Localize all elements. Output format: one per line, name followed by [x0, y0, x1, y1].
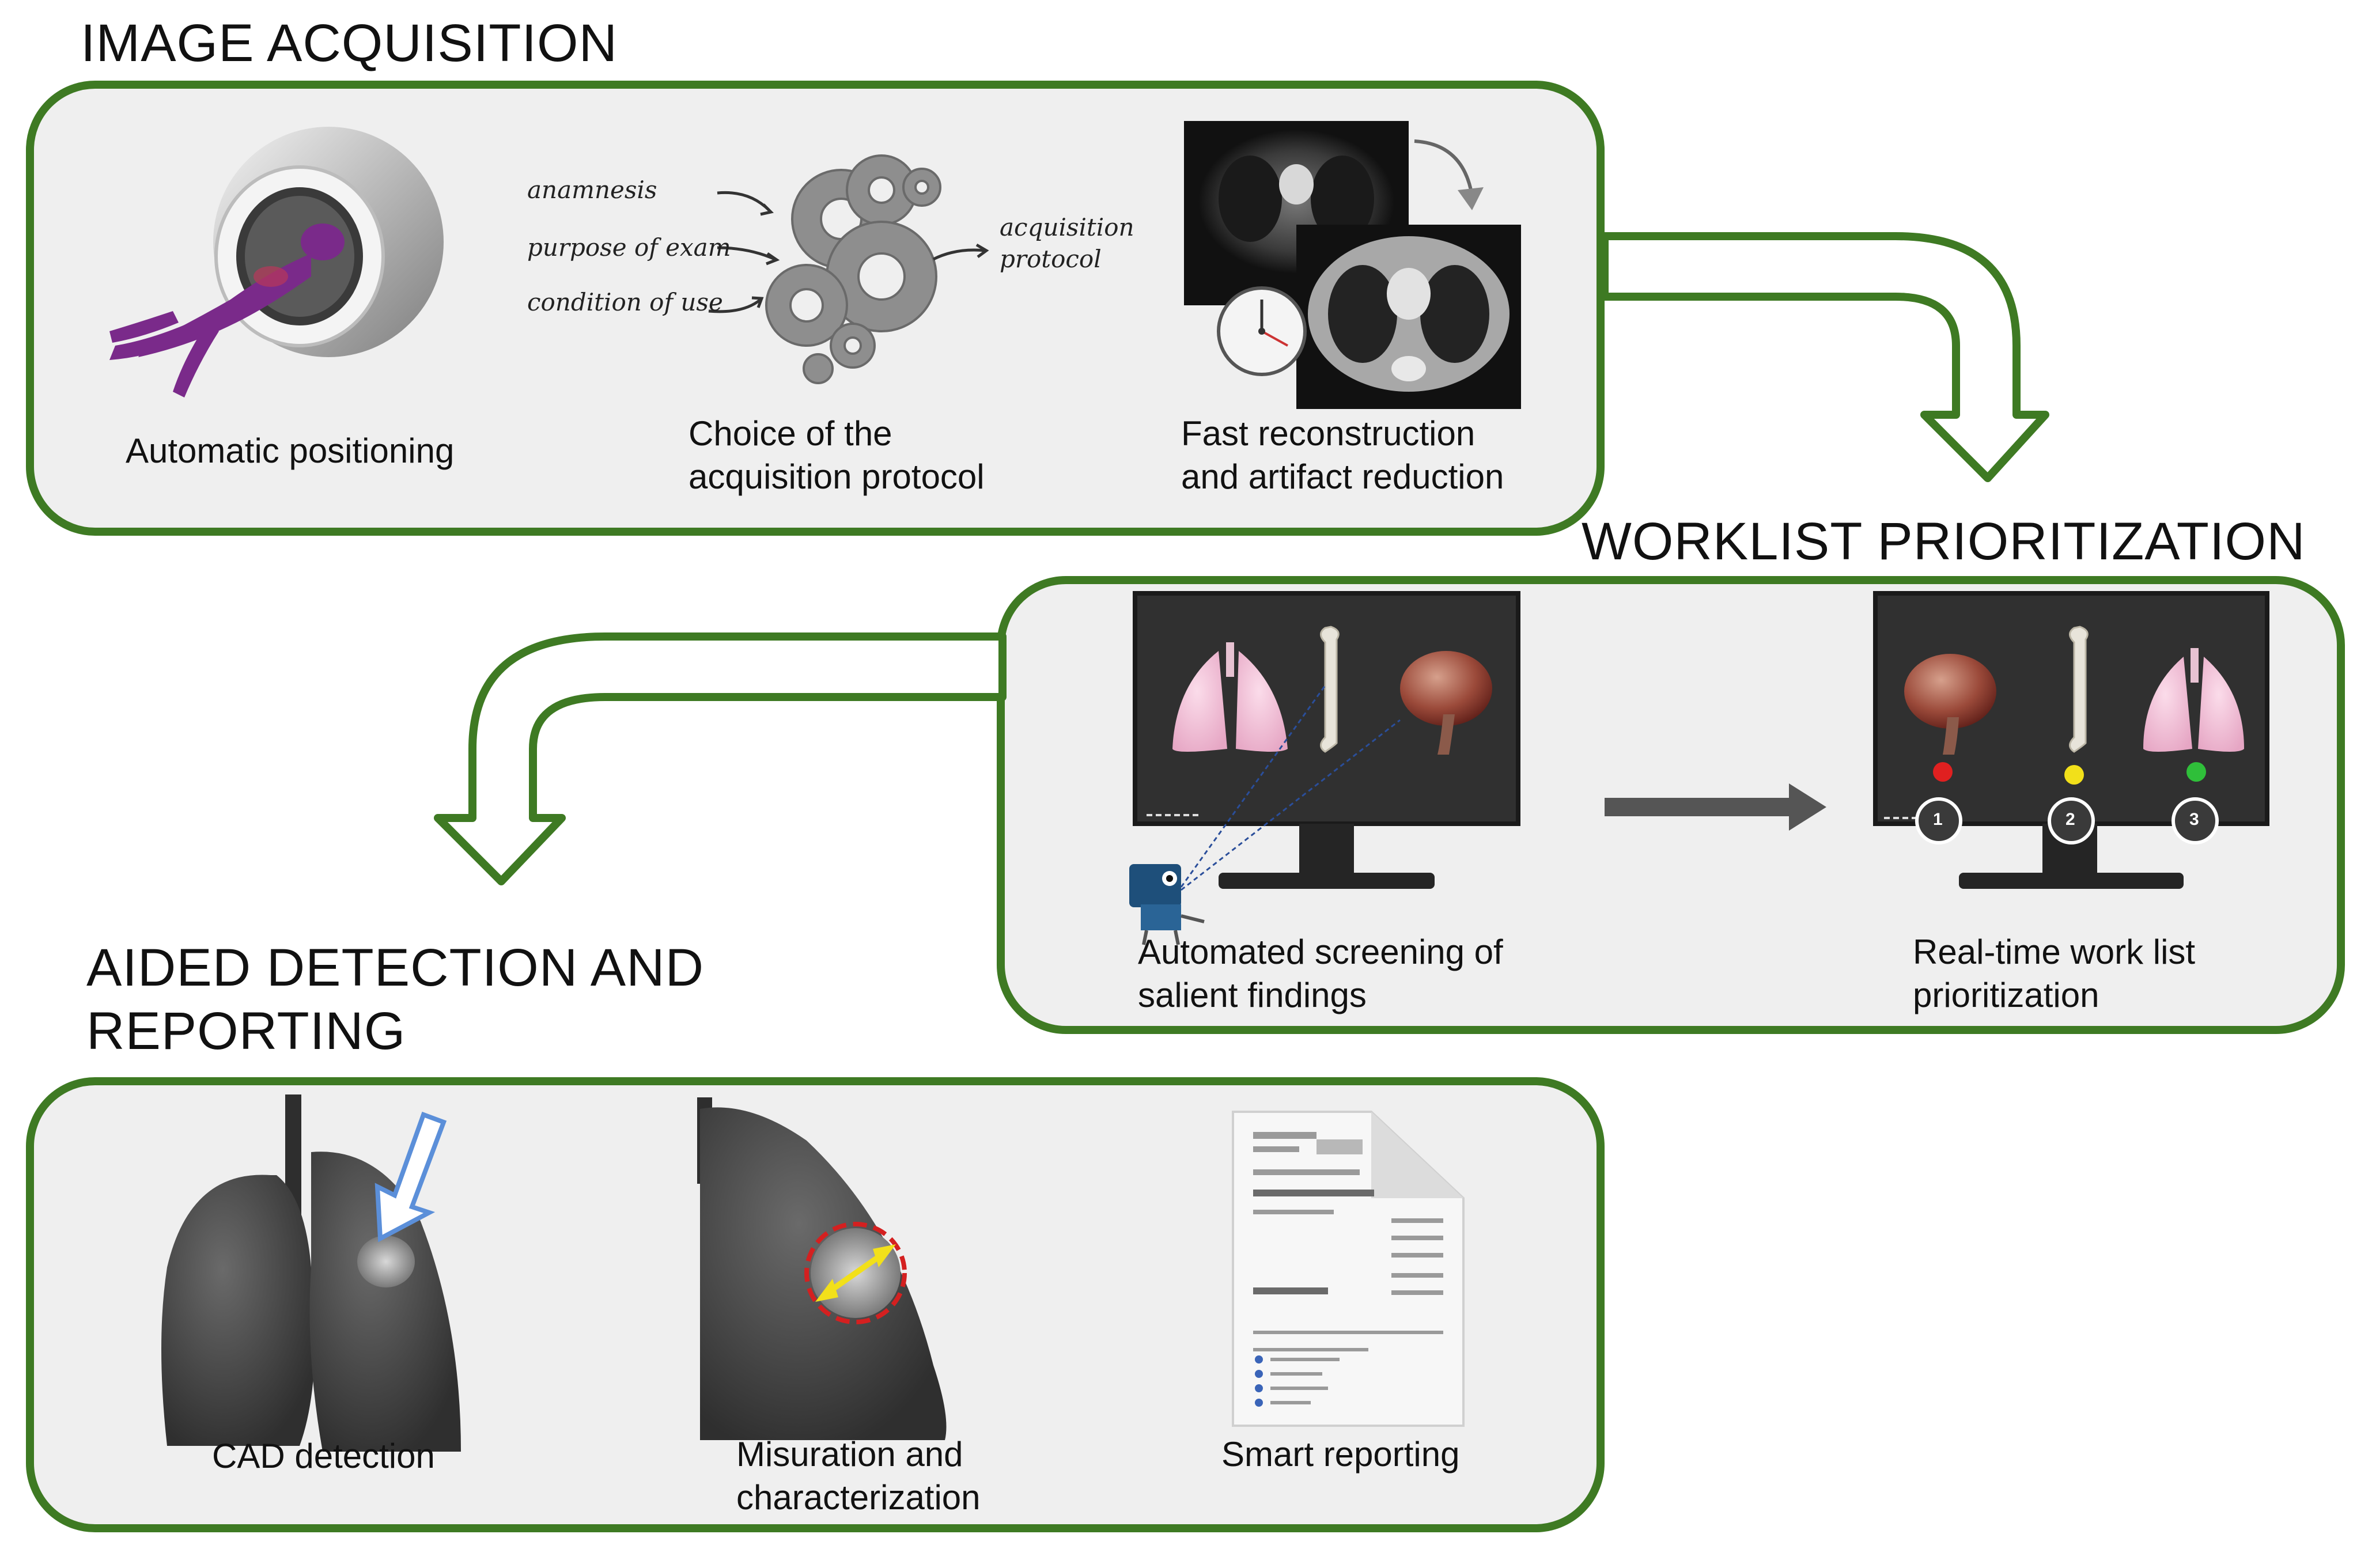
bone-icon [1320, 626, 1340, 753]
brain-icon [1904, 654, 1996, 755]
worklist-title: WORKLIST PRIORITIZATION [1582, 512, 2306, 571]
caption-automated-screening: Automated screening of salient findings [1138, 933, 1503, 1014]
gear-input-arrows [708, 191, 989, 313]
lungs-icon [161, 1094, 461, 1452]
priority-badges [1915, 797, 2219, 844]
caption-automatic-positioning: Automatic positioning [126, 431, 455, 470]
caption-misuration: Misuration and characterization [736, 1435, 981, 1517]
protocol-input-condition: condition of use [527, 288, 723, 316]
protocol-input-purpose: purpose of exam [527, 233, 731, 262]
lungs-icon [1172, 642, 1288, 752]
caption-fast-reconstruction: Fast reconstruction and artifact reducti… [1181, 414, 1504, 496]
priority-dot-red [1933, 762, 1953, 782]
caption-smart-reporting: Smart reporting [1221, 1435, 1460, 1474]
ct-slices-icon [1184, 121, 1521, 409]
robot-icon [1129, 864, 1205, 945]
priority-dot-yellow [2064, 765, 2084, 785]
reporting-title: AIDED DETECTION AND REPORTING [86, 938, 705, 1061]
flow-arrow-2 [434, 632, 1007, 885]
acquisition-title: IMAGE ACQUISITION [81, 14, 618, 73]
priority-number-3: 3 [2189, 810, 2199, 829]
lung-icon [697, 1097, 947, 1440]
priority-dot-green [2186, 762, 2206, 782]
cad-arrow-icon [374, 1111, 447, 1243]
brain-icon [1400, 651, 1492, 755]
protocol-input-anamnesis: anamnesis [527, 176, 657, 204]
flow-arrow-1 [1601, 232, 2049, 482]
priority-number-1: 1 [1933, 810, 1943, 829]
protocol-output: acquisition protocol [1000, 213, 1134, 273]
screening-lines [1180, 685, 1401, 891]
caption-cad-detection: CAD detection [212, 1437, 435, 1475]
report-document-icon [1232, 1111, 1465, 1427]
gears-icon [765, 154, 941, 384]
priority-number-2: 2 [2065, 810, 2075, 829]
caption-acquisition-protocol: Choice of the acquisition protocol [688, 414, 985, 496]
bone-icon [2069, 626, 2089, 753]
clock-icon [1217, 286, 1307, 376]
caption-worklist-prioritization: Real-time work list prioritization [1913, 933, 2196, 1014]
ct-scanner-icon [109, 127, 444, 397]
prioritize-arrow [1605, 783, 1826, 831]
lungs-icon [2143, 648, 2244, 752]
